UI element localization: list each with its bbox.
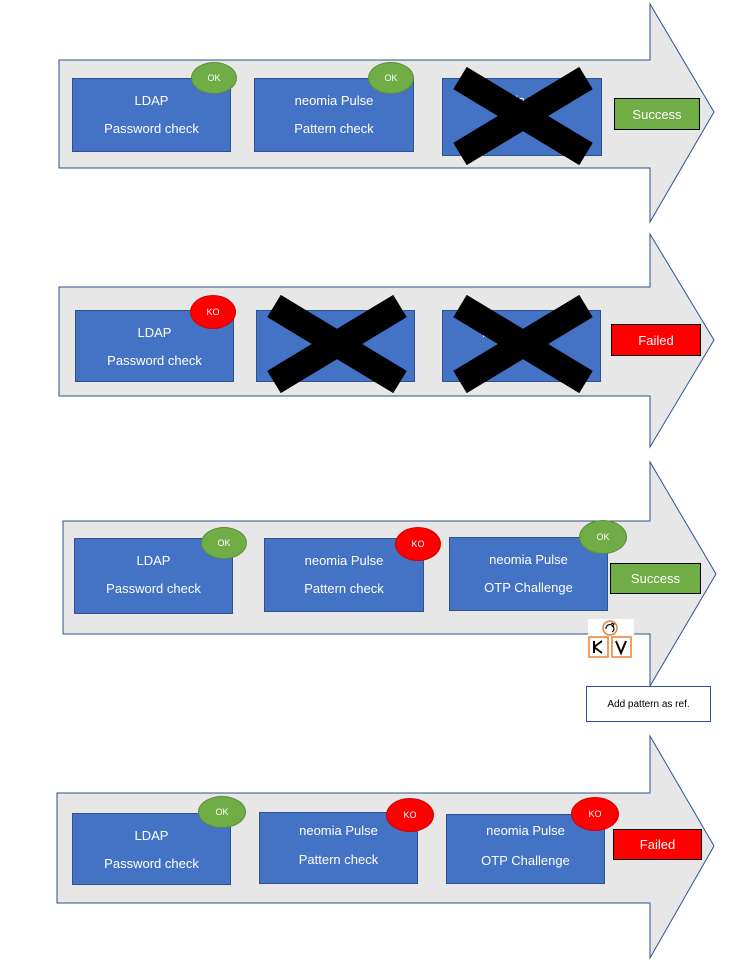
step-ldap-row2: LDAP Password check: [75, 310, 234, 382]
step-title: LDAP: [136, 553, 171, 568]
step-otp-row3: neomia Pulse OTP Challenge: [449, 537, 608, 611]
pattern-reference-icon: [588, 619, 634, 659]
status-badge-ko: KO: [190, 295, 236, 329]
step-subtitle: Password check: [107, 353, 202, 368]
step-title: neomia Pulse: [304, 553, 384, 568]
step-subtitle: Pattern check: [298, 852, 379, 867]
step-title: neomia Pulse: [299, 823, 378, 838]
step-subtitle: Password check: [104, 121, 199, 136]
result-success: Success: [614, 98, 700, 130]
step-title: neomia Pulse: [294, 93, 374, 108]
step-pattern-row1: neomia Pulse Pattern check: [254, 78, 414, 152]
status-badge-ko: KO: [395, 527, 441, 561]
skipped-cross-icon: [453, 294, 593, 394]
step-ldap-row4: LDAP Password check: [72, 813, 231, 885]
step-subtitle: Password check: [104, 856, 199, 871]
step-title: LDAP: [134, 93, 169, 108]
note-add-pattern: Add pattern as ref.: [586, 686, 711, 722]
status-badge-ko: KO: [571, 797, 619, 831]
result-failed: Failed: [611, 324, 701, 356]
step-subtitle: Pattern check: [294, 121, 374, 136]
step-subtitle: OTP Challenge: [481, 853, 570, 868]
status-badge-ok: OK: [579, 520, 627, 554]
step-subtitle: OTP Challenge: [484, 580, 573, 595]
step-title: LDAP: [137, 325, 172, 340]
step-subtitle: Password check: [106, 581, 201, 596]
step-title: LDAP: [134, 828, 169, 843]
skipped-cross-icon: [453, 66, 593, 166]
step-ldap-row1: LDAP Password check: [72, 78, 231, 152]
status-badge-ok: OK: [201, 527, 247, 559]
step-subtitle: Pattern check: [304, 581, 384, 596]
skipped-cross-icon: [267, 294, 407, 394]
result-success: Success: [610, 563, 701, 594]
status-badge-ko: KO: [386, 798, 434, 832]
result-failed: Failed: [613, 829, 702, 860]
step-title: neomia Pulse: [486, 823, 565, 838]
status-badge-ok: OK: [368, 62, 414, 94]
status-badge-ok: OK: [191, 62, 237, 94]
step-title: neomia Pulse: [489, 552, 568, 567]
status-badge-ok: OK: [198, 796, 246, 828]
